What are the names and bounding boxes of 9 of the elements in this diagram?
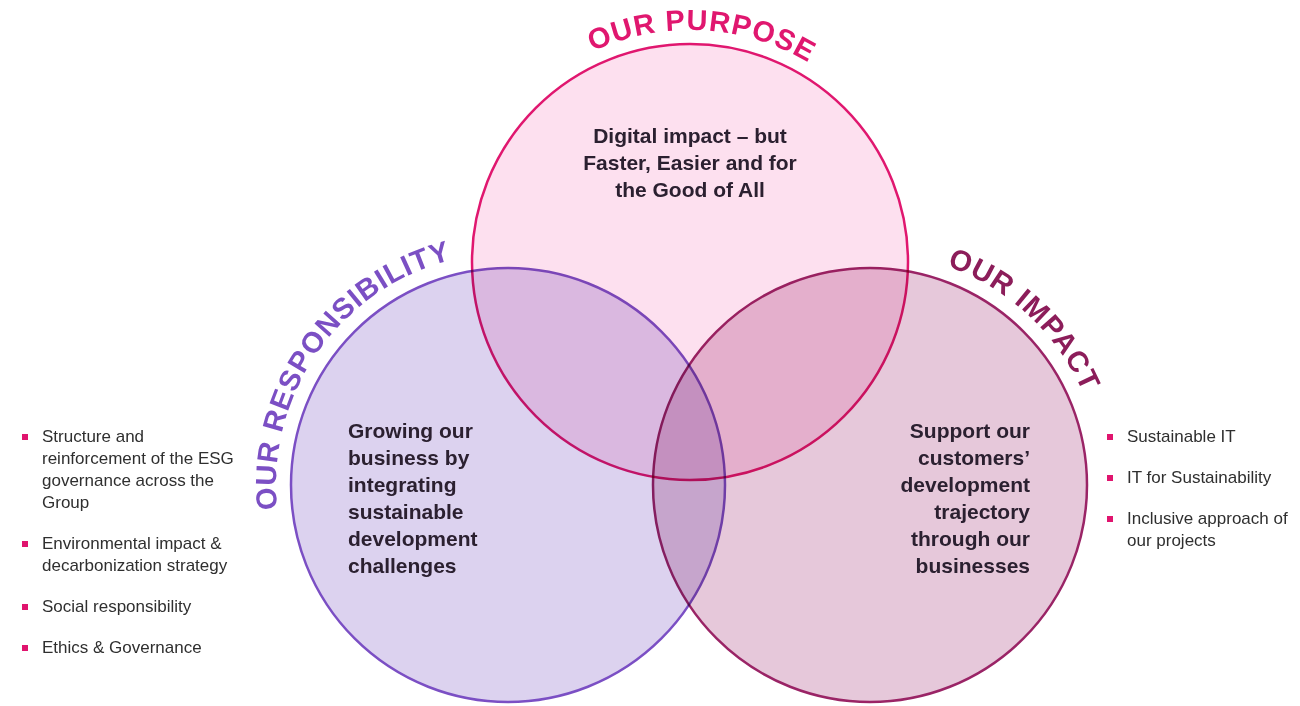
bullet-item: Structure and reinforcement of the ESG governance across the Group [20, 426, 245, 514]
bullet-item: Sustainable IT [1105, 426, 1300, 448]
bullet-item: Environmental impact & decarbonization strategy [20, 533, 245, 577]
bullet-item: Social responsibility [20, 596, 245, 618]
circle-text: Support our customers’ development trajectory through our businesses [899, 418, 1030, 579]
bullet-item: Ethics & Governance [20, 637, 245, 659]
bullet-item: Inclusive approach of our projects [1105, 508, 1300, 552]
circle-text: Digital impact – but Faster, Easier and for the Good of All [582, 123, 798, 203]
bullet-item: IT for Sustainability [1105, 467, 1300, 489]
